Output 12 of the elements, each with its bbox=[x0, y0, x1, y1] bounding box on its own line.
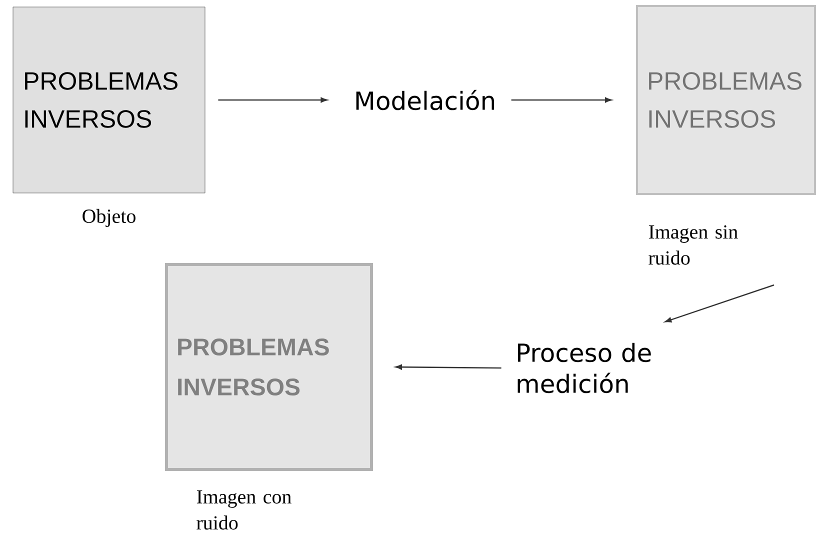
arrow bbox=[218, 97, 328, 103]
picture-box: PROBLEMAS INVERSOS bbox=[636, 5, 816, 195]
arrow bbox=[395, 364, 502, 370]
node-label: Objeto bbox=[82, 208, 136, 228]
node-label: Imagen con ruido bbox=[196, 490, 292, 530]
process-label: Proceso de medición bbox=[518, 342, 651, 394]
arrow bbox=[664, 284, 774, 322]
arrow bbox=[511, 97, 612, 103]
process-label: Modelación bbox=[356, 90, 494, 110]
picture-box: PROBLEMAS INVERSOS bbox=[165, 262, 373, 471]
picture-box: PROBLEMAS INVERSOS bbox=[12, 6, 206, 194]
node-label: Imagen sin ruido bbox=[648, 225, 738, 265]
